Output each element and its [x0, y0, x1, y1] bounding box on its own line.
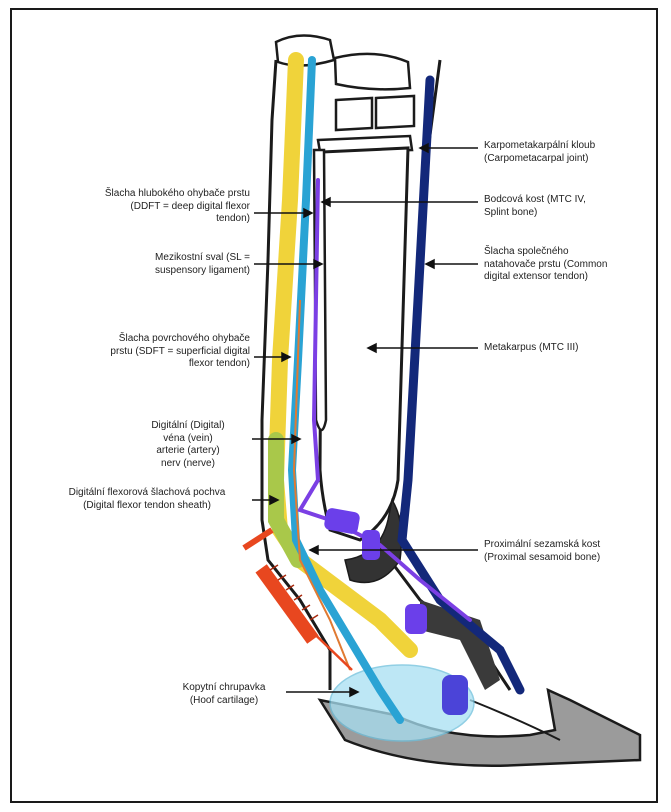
label-tendon-sheath: Digitální flexorová šlachová pochva (Dig…: [44, 487, 250, 512]
label-digital-vessels: Digitální (Digital) véna (vein) arterie …: [126, 420, 250, 470]
label-ddft: Šlacha hlubokého ohybače prstu (DDFT = d…: [44, 188, 250, 226]
label-sdft: Šlacha povrchového ohybače prstu (SDFT =…: [44, 333, 250, 371]
label-carpometacarpal-joint: Karpometakarpální kloub (Carpometacarpal…: [484, 140, 595, 165]
label-proximal-sesamoid: Proximální sezamská kost (Proximal sesam…: [484, 539, 600, 564]
label-suspensory-ligament: Mezikostní sval (SL = suspensory ligamen…: [70, 252, 250, 277]
label-splint-bone: Bodcová kost (MTC IV, Splint bone): [484, 194, 586, 219]
coffin-bone-line: [470, 700, 560, 740]
label-extensor-tendon: Šlacha společného natahovače prstu (Comm…: [484, 246, 607, 284]
metacarpus-bone: [320, 148, 408, 540]
label-metacarpus: Metakarpus (MTC III): [484, 342, 578, 355]
label-hoof-cartilage: Kopytní chrupavka (Hoof cartilage): [168, 682, 280, 707]
